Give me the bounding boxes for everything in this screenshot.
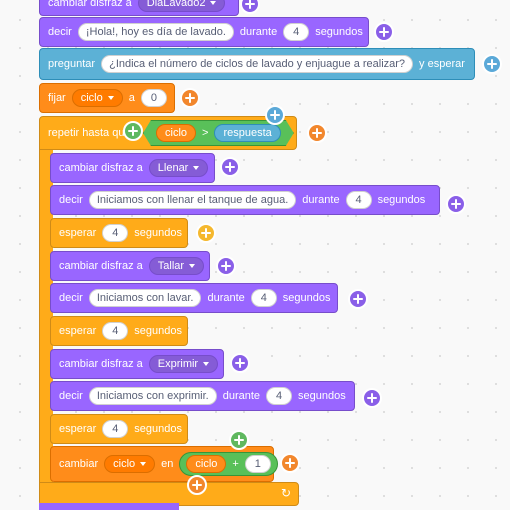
wait-block[interactable]: esperar 4 segundos xyxy=(50,414,188,444)
add-block-plus-icon[interactable] xyxy=(482,54,502,74)
block-label: segundos xyxy=(315,26,363,38)
message-input[interactable]: Iniciamos con lavar. xyxy=(88,289,202,307)
block-label: segundos xyxy=(134,227,183,239)
seconds-input[interactable]: 4 xyxy=(102,322,129,340)
say-for-secs-block[interactable]: decir Iniciamos con llenar el tanque de … xyxy=(50,185,440,215)
block-label: segundos xyxy=(134,325,183,337)
wait-block[interactable]: esperar 4 segundos xyxy=(50,218,188,248)
script-bottom-stub xyxy=(39,503,179,510)
say-for-secs-block[interactable]: decir Iniciamos con exprimir. durante 4 … xyxy=(50,381,355,411)
seconds-input[interactable]: 4 xyxy=(102,224,129,242)
chevron-down-icon xyxy=(189,264,196,268)
add-block-plus-icon[interactable] xyxy=(229,430,249,450)
block-label: cambiar disfraz a xyxy=(59,260,143,272)
value-input[interactable]: 0 xyxy=(140,89,167,107)
add-block-plus-icon[interactable] xyxy=(240,0,260,14)
add-block-plus-icon[interactable] xyxy=(230,353,250,373)
block-label: durante xyxy=(222,390,261,402)
block-label: durante xyxy=(302,194,340,206)
switch-costume-block[interactable]: cambiar disfraz a Llenar xyxy=(50,153,215,183)
block-label: decir xyxy=(59,390,83,402)
add-block-plus-icon[interactable] xyxy=(123,121,143,141)
greater-than-operator[interactable]: ciclo > respuesta xyxy=(143,120,294,146)
add-block-plus-icon[interactable] xyxy=(196,223,216,243)
question-input[interactable]: ¿Indica el número de ciclos de lavado y … xyxy=(101,55,414,73)
chevron-down-icon xyxy=(193,166,200,170)
switch-costume-block[interactable]: cambiar disfraz a Tallar xyxy=(50,251,210,281)
block-label: segundos xyxy=(298,390,346,402)
seconds-input[interactable]: 4 xyxy=(102,420,129,438)
block-label: durante xyxy=(207,292,245,304)
set-variable-block[interactable]: fijar ciclo a 0 xyxy=(39,83,175,113)
switch-costume-block[interactable]: cambiar disfraz a DiaLavado2 xyxy=(39,0,239,16)
seconds-input[interactable]: 4 xyxy=(250,289,277,307)
add-block-plus-icon[interactable] xyxy=(348,289,368,309)
block-label: fijar xyxy=(48,92,66,104)
chevron-down-icon xyxy=(210,1,217,5)
variable-dropdown[interactable]: ciclo xyxy=(71,89,123,107)
seconds-input[interactable]: 4 xyxy=(266,387,293,405)
block-label: esperar xyxy=(59,325,97,337)
block-label: segundos xyxy=(282,292,331,304)
block-label: cambiar xyxy=(59,458,99,470)
costume-dropdown[interactable]: Llenar xyxy=(148,159,209,177)
block-label: segundos xyxy=(377,194,426,206)
add-block-plus-icon[interactable] xyxy=(187,475,207,495)
costume-dropdown[interactable]: Tallar xyxy=(148,257,205,275)
variable-reporter[interactable]: ciclo xyxy=(186,455,227,473)
add-block-plus-icon[interactable] xyxy=(446,194,466,214)
block-label: cambiar disfraz a xyxy=(59,162,143,174)
switch-costume-block[interactable]: cambiar disfraz a Exprimir xyxy=(50,349,224,379)
block-label: a xyxy=(128,92,135,104)
block-label: decir xyxy=(59,292,83,304)
block-label: cambiar disfraz a xyxy=(59,358,143,370)
add-operator[interactable]: ciclo + 1 xyxy=(179,452,278,476)
loop-arrow-icon: ↻ xyxy=(281,486,292,500)
block-label: esperar xyxy=(59,423,97,435)
variable-reporter[interactable]: ciclo xyxy=(156,124,196,142)
add-block-plus-icon[interactable] xyxy=(362,388,382,408)
block-label: repetir hasta que xyxy=(48,127,131,139)
block-label: y esperar xyxy=(419,58,465,70)
block-label: esperar xyxy=(59,227,97,239)
change-variable-block[interactable]: cambiar ciclo en ciclo + 1 xyxy=(50,446,278,482)
block-label: durante xyxy=(239,26,278,38)
message-input[interactable]: ¡Hola!, hoy es día de lavado. xyxy=(77,23,234,41)
seconds-input[interactable]: 4 xyxy=(345,191,372,209)
add-block-plus-icon[interactable] xyxy=(216,256,236,276)
say-for-secs-block[interactable]: decir Iniciamos con lavar. durante 4 seg… xyxy=(50,283,338,313)
costume-dropdown[interactable]: DiaLavado2 xyxy=(137,0,226,12)
seconds-input[interactable]: 4 xyxy=(283,23,310,41)
add-block-plus-icon[interactable] xyxy=(180,88,200,108)
block-label: en xyxy=(161,458,174,470)
answer-reporter[interactable]: respuesta xyxy=(214,124,280,142)
add-block-plus-icon[interactable] xyxy=(220,157,240,177)
variable-dropdown[interactable]: ciclo xyxy=(104,455,156,473)
costume-dropdown[interactable]: Exprimir xyxy=(148,355,219,373)
add-block-plus-icon[interactable] xyxy=(307,123,327,143)
operator-symbol: > xyxy=(202,127,209,139)
message-input[interactable]: Iniciamos con llenar el tanque de agua. xyxy=(88,191,297,209)
add-block-plus-icon[interactable] xyxy=(280,453,300,473)
repeat-block-arm xyxy=(39,148,53,492)
value-input[interactable]: 1 xyxy=(244,455,271,473)
block-label: segundos xyxy=(134,423,183,435)
chevron-down-icon xyxy=(140,462,147,466)
block-label: decir xyxy=(48,26,72,38)
operator-symbol: + xyxy=(232,458,239,470)
chevron-down-icon xyxy=(107,96,114,100)
wait-block[interactable]: esperar 4 segundos xyxy=(50,316,188,346)
add-block-plus-icon[interactable] xyxy=(374,22,394,42)
ask-and-wait-block[interactable]: preguntar ¿Indica el número de ciclos de… xyxy=(39,48,475,80)
block-label: cambiar disfraz a xyxy=(48,0,132,9)
message-input[interactable]: Iniciamos con exprimir. xyxy=(88,387,217,405)
add-block-plus-icon[interactable] xyxy=(265,105,285,125)
block-label: preguntar xyxy=(48,58,96,70)
say-for-secs-block[interactable]: decir ¡Hola!, hoy es día de lavado. dura… xyxy=(39,17,369,47)
block-label: decir xyxy=(59,194,83,206)
chevron-down-icon xyxy=(203,362,210,366)
